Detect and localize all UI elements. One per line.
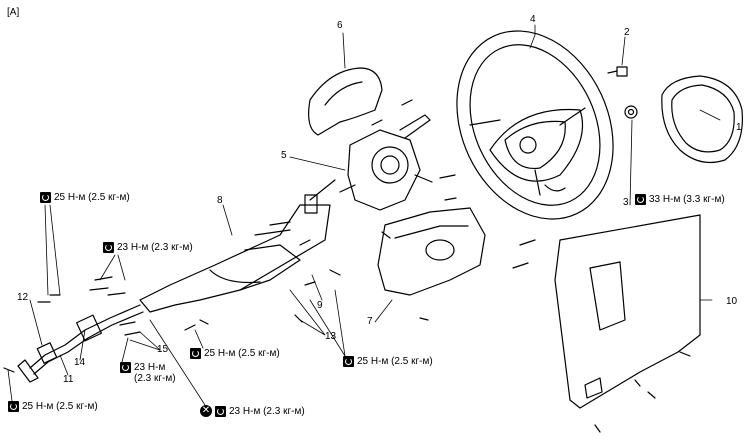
leader-lines <box>7 24 721 406</box>
torque-callout-bottom-center: ✕ 23 Н-м (2.3 кг-м) <box>200 405 305 417</box>
torque-wrench-icon <box>343 356 354 367</box>
part-number-15: 15 <box>157 344 169 355</box>
torque-wrench-icon <box>215 405 226 417</box>
part-number-5: 5 <box>281 150 287 161</box>
part-number-12: 12 <box>17 292 29 303</box>
combination-switch <box>339 114 433 211</box>
steering-wheel <box>456 30 614 220</box>
torque-value: 25 Н-м (2.5 кг-м) <box>54 192 130 203</box>
column-cover-upper <box>308 67 383 136</box>
torque-wrench-icon <box>190 348 201 359</box>
intermediate-shaft <box>17 304 144 383</box>
torque-value-line1: 23 Н-м <box>134 362 166 373</box>
torque-wrench-icon <box>635 194 646 205</box>
torque-value: 25 Н-м (2.5 кг-м) <box>22 401 98 412</box>
torque-callout-right-bottom: 25 Н-м (2.5 кг-м) <box>343 356 433 367</box>
torque-callout-top-left: 25 Н-м (2.5 кг-м) <box>40 192 130 203</box>
do-not-reuse-icon: ✕ <box>200 405 212 417</box>
torque-callout-lower: 23 Н-м (2.3 кг-м) <box>120 362 176 384</box>
torque-value: 25 Н-м (2.5 кг-м) <box>357 356 433 367</box>
airbag-module <box>661 75 743 163</box>
torque-value: 33 Н-м (3.3 кг-м) <box>649 194 725 205</box>
part-number-2: 2 <box>624 27 630 38</box>
part-number-11: 11 <box>63 374 74 385</box>
dash-lower-cover <box>554 214 701 409</box>
torque-value: 23 Н-м (2.3 кг-м) <box>117 242 193 253</box>
steering-column <box>139 179 336 313</box>
part-number-9: 9 <box>317 300 323 311</box>
part-number-13: 13 <box>325 331 337 342</box>
torque-value-two-line: 23 Н-м (2.3 кг-м) <box>134 362 176 384</box>
part-number-3: 3 <box>623 197 629 208</box>
torque-value: 25 Н-м (2.5 кг-м) <box>204 348 280 359</box>
torque-wrench-icon <box>8 401 19 412</box>
part-number-4: 4 <box>530 14 536 25</box>
part-number-6: 6 <box>337 20 343 31</box>
wheel-fasteners <box>607 66 638 119</box>
torque-callout-mid-left: 23 Н-м (2.3 кг-м) <box>103 242 193 253</box>
torque-callout-center: 25 Н-м (2.5 кг-м) <box>190 348 280 359</box>
bolts <box>3 99 691 433</box>
torque-wrench-icon <box>40 192 51 203</box>
torque-value-line2: (2.3 кг-м) <box>134 373 176 384</box>
part-number-7: 7 <box>367 316 373 327</box>
torque-callout-right: 33 Н-м (3.3 кг-м) <box>635 194 725 205</box>
part-number-1: 1 <box>736 122 742 133</box>
section-tag: [A] <box>7 7 20 18</box>
part-number-8: 8 <box>217 195 223 206</box>
torque-callout-bottom-left: 25 Н-м (2.5 кг-м) <box>8 401 98 412</box>
torque-wrench-icon <box>120 362 131 373</box>
column-cover-lower <box>377 207 486 296</box>
torque-wrench-icon <box>103 242 114 253</box>
part-number-10: 10 <box>726 296 738 307</box>
torque-value: 23 Н-м (2.3 кг-м) <box>229 405 305 417</box>
part-number-14: 14 <box>74 357 86 368</box>
